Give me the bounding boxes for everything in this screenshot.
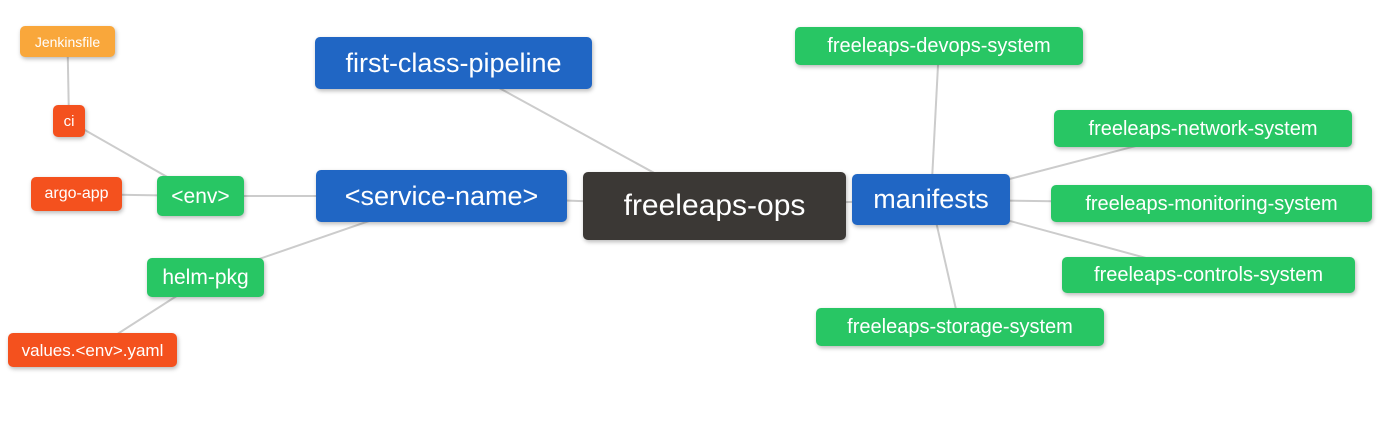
node-freeleaps-devops-system[interactable]: freeleaps-devops-system — [795, 27, 1083, 65]
node-freeleaps-storage-system[interactable]: freeleaps-storage-system — [816, 308, 1104, 346]
node-helm-pkg[interactable]: helm-pkg — [147, 258, 264, 297]
node-service-name[interactable]: <service-name> — [316, 170, 567, 222]
node-argo-app[interactable]: argo-app — [31, 177, 122, 211]
node-first-class-pipeline[interactable]: first-class-pipeline — [315, 37, 592, 89]
node-ci[interactable]: ci — [53, 105, 85, 137]
node-freeleaps-ops[interactable]: freeleaps-ops — [583, 172, 846, 240]
node-env[interactable]: <env> — [157, 176, 244, 216]
node-values-env-yaml[interactable]: values.<env>.yaml — [8, 333, 177, 367]
node-freeleaps-monitoring-system[interactable]: freeleaps-monitoring-system — [1051, 185, 1372, 222]
node-manifests[interactable]: manifests — [852, 174, 1010, 225]
node-freeleaps-controls-system[interactable]: freeleaps-controls-system — [1062, 257, 1355, 293]
edge-manifests-to-freeleaps-devops-system — [930, 45, 940, 200]
node-jenkinsfile[interactable]: Jenkinsfile — [20, 26, 115, 57]
node-freeleaps-network-system[interactable]: freeleaps-network-system — [1054, 110, 1352, 147]
